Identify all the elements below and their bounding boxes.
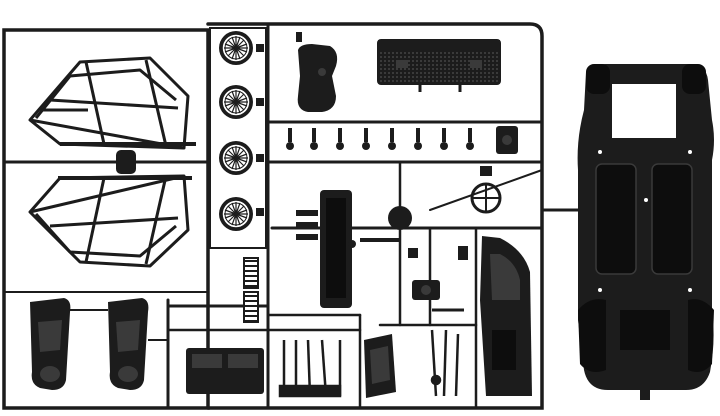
rollcage-part	[28, 174, 192, 268]
wheel-column	[209, 27, 267, 249]
lever-parts	[430, 329, 460, 397]
seat-part	[108, 298, 149, 390]
wheel-part	[219, 31, 253, 65]
seat-part	[30, 298, 71, 390]
rod-parts	[278, 339, 342, 398]
small-bracket-parts	[296, 210, 400, 248]
wheel-part	[219, 197, 253, 231]
door-panel-part	[480, 236, 532, 396]
tank-part	[296, 32, 338, 112]
seat-back-part	[320, 190, 412, 308]
peg-parts-row	[286, 126, 518, 154]
wheel-part	[219, 85, 253, 119]
rollcage-part	[28, 56, 196, 150]
chassis-part	[577, 64, 714, 400]
grille-parts	[243, 257, 259, 323]
steering-wheel-part	[470, 166, 502, 214]
engine-cover-part	[377, 39, 501, 92]
sprue-gate	[116, 150, 136, 174]
seat-frame-part	[364, 334, 396, 398]
box-part	[186, 348, 264, 394]
small-parts-cluster	[408, 246, 468, 312]
wheel-part	[219, 141, 253, 175]
